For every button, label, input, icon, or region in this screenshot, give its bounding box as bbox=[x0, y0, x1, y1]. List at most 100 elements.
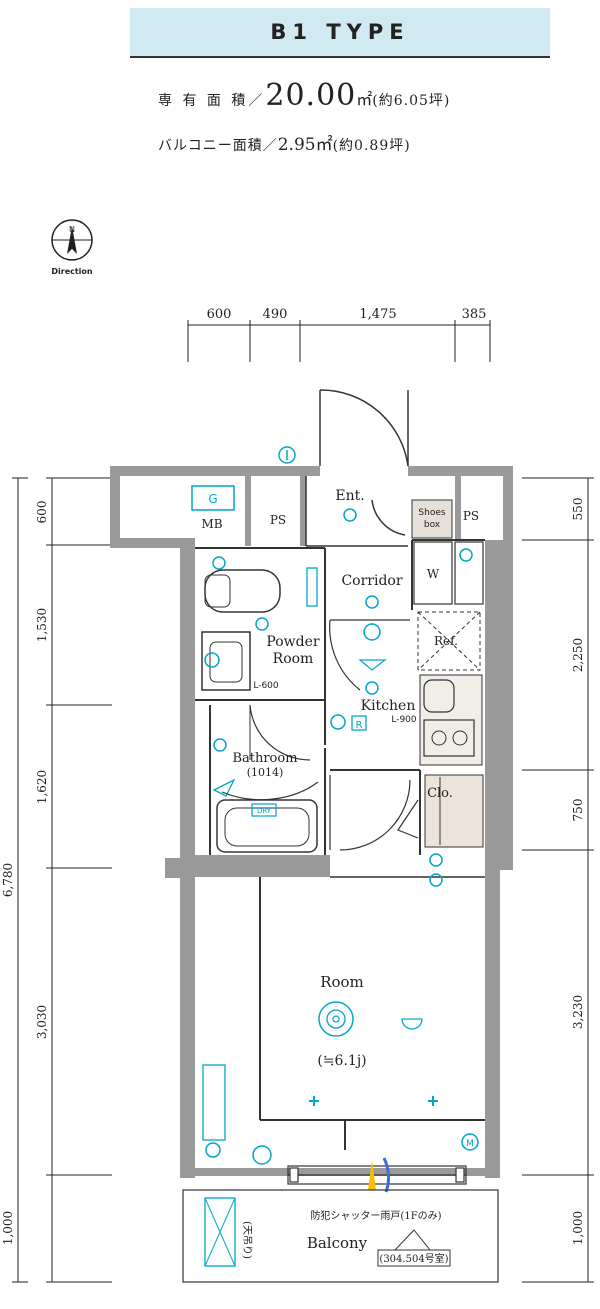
balcony-window bbox=[287, 1165, 467, 1185]
dim-right-2: 2,250 bbox=[571, 638, 585, 672]
entrance-door bbox=[305, 389, 409, 547]
walls bbox=[110, 466, 513, 1178]
plan-type-title: B1 TYPE bbox=[270, 20, 410, 44]
balcony-area-label: バルコニー面積／ bbox=[158, 138, 278, 154]
interior-lines bbox=[195, 539, 485, 1150]
right-dimensions bbox=[522, 477, 594, 1283]
top-dimensions bbox=[187, 320, 491, 362]
powder-room-label-2: Room bbox=[273, 651, 314, 667]
bath-door-swing bbox=[221, 781, 319, 801]
kitchen-stove bbox=[423, 719, 475, 757]
dim-right-3: 750 bbox=[571, 799, 585, 822]
left-dimensions bbox=[12, 477, 112, 1283]
bathroom-light-icon bbox=[213, 738, 227, 752]
washer-label: W bbox=[427, 567, 440, 581]
kitchen-light-icon bbox=[365, 681, 379, 695]
room-outlet-right-icon bbox=[428, 1096, 438, 1106]
ps-label-right: PS bbox=[463, 509, 479, 523]
shutter-note: 防犯シャッター雨戸(1Fのみ) bbox=[310, 1209, 441, 1222]
balcony-area-value: 2.95㎡ bbox=[277, 135, 333, 155]
powder-room-label-1: Powder bbox=[266, 634, 320, 650]
window-light-icon bbox=[368, 1160, 376, 1190]
powder-fan-icon bbox=[255, 617, 269, 631]
towel-rail-icon bbox=[306, 567, 318, 607]
refrigerator-space bbox=[417, 611, 481, 671]
room-outlet-icon bbox=[429, 873, 443, 887]
multimedia-mark: M bbox=[466, 1139, 474, 1149]
compass-caption: Direction bbox=[51, 267, 93, 276]
mb-label: MB bbox=[201, 517, 222, 531]
dim-right-1: 550 bbox=[571, 498, 585, 521]
title-banner: B1 TYPE bbox=[130, 8, 550, 58]
entrance-label: Ent. bbox=[335, 488, 364, 504]
refrigerator-label: Ref. bbox=[434, 634, 458, 648]
dim-top-1: 600 bbox=[207, 307, 232, 322]
washer-space bbox=[413, 541, 453, 605]
bathtub bbox=[216, 799, 318, 853]
kitchen-sink bbox=[423, 679, 455, 713]
window-blind-icon bbox=[382, 1157, 391, 1193]
shoes-box-label-2: box bbox=[424, 520, 441, 530]
corridor-sensor-icon bbox=[358, 659, 387, 671]
tv-outlet-icon bbox=[252, 1145, 272, 1165]
smoke-detector-icon bbox=[401, 1018, 423, 1030]
closet-door bbox=[397, 799, 419, 839]
gas-label: G bbox=[208, 492, 217, 506]
exclusive-area-label: 専 有 面 積／ bbox=[158, 93, 266, 109]
exclusive-area-value: 20.00 bbox=[265, 78, 357, 113]
intercom-icon bbox=[278, 446, 296, 464]
kitchen-length-label: L-900 bbox=[391, 715, 417, 725]
closet-label: Clo. bbox=[427, 786, 453, 801]
hanging-dryer-icon bbox=[204, 1197, 236, 1267]
dim-right-5: 1,000 bbox=[571, 1211, 585, 1245]
shower-icon bbox=[212, 778, 236, 797]
kitchen-label: Kitchen bbox=[361, 698, 416, 714]
washer-outlet-icon bbox=[459, 548, 473, 562]
dim-top-2: 490 bbox=[263, 307, 288, 322]
range-hood-icon bbox=[351, 715, 367, 731]
dim-left-total: 6,780 bbox=[1, 863, 15, 897]
multimedia-outlet-icon bbox=[461, 1133, 479, 1151]
washbasin bbox=[201, 631, 251, 691]
exclusive-area-unit: ㎡ bbox=[356, 90, 373, 109]
bathroom-size-label: (1014) bbox=[247, 766, 284, 779]
air-conditioner-icon bbox=[202, 1064, 226, 1141]
gas-meter-box bbox=[191, 485, 235, 511]
corridor-light-icon bbox=[365, 595, 379, 609]
dim-left-4: 3,030 bbox=[35, 1005, 49, 1039]
corridor-door bbox=[329, 619, 410, 691]
dim-left-1: 600 bbox=[35, 501, 49, 524]
ceiling-light-icon bbox=[318, 1001, 354, 1037]
dim-left-3: 1,620 bbox=[35, 770, 49, 804]
exclusive-area-tsubo: (約6.05坪) bbox=[372, 93, 451, 109]
compass-icon: N Direction bbox=[51, 219, 93, 276]
dim-top-4: 385 bbox=[462, 307, 487, 322]
room-outlet-bottom-icon bbox=[205, 1142, 221, 1158]
room-switch-icon bbox=[429, 853, 443, 867]
powder-light-icon bbox=[212, 556, 226, 570]
bathroom-door bbox=[249, 704, 311, 761]
range-hood-mark: R bbox=[356, 720, 363, 731]
unit-note: (304.504号室) bbox=[379, 1252, 448, 1265]
kitchen-outlet-icon bbox=[330, 714, 346, 730]
washer-storage bbox=[454, 541, 484, 605]
bathroom-label: Bathroom bbox=[232, 751, 297, 766]
unit-note-box bbox=[377, 1249, 451, 1267]
balcony-area: バルコニー面積／2.95㎡(約0.89坪) bbox=[158, 130, 411, 155]
room-outlet-left-icon bbox=[309, 1096, 319, 1106]
dryer-label: DRY bbox=[257, 807, 272, 815]
washbasin-outlet-icon bbox=[204, 652, 220, 668]
balcony-label: Balcony bbox=[307, 1234, 368, 1252]
washbasin-length-label: L-600 bbox=[253, 681, 279, 691]
hanging-note: (天吊り) bbox=[241, 1221, 253, 1259]
exclusive-area: 専 有 面 積／20.00㎡(約6.05坪) bbox=[158, 78, 450, 113]
dryer-icon bbox=[251, 803, 277, 817]
shoes-box bbox=[411, 499, 453, 539]
dim-right-4: 3,230 bbox=[571, 995, 585, 1029]
toilet bbox=[204, 569, 281, 613]
shoes-box-label-1: Shoes bbox=[418, 508, 445, 518]
balcony-area-tsubo: (約0.89坪) bbox=[332, 138, 411, 154]
room-size-label: (≒6.1j) bbox=[317, 1053, 366, 1069]
compass-north: N bbox=[69, 225, 75, 234]
